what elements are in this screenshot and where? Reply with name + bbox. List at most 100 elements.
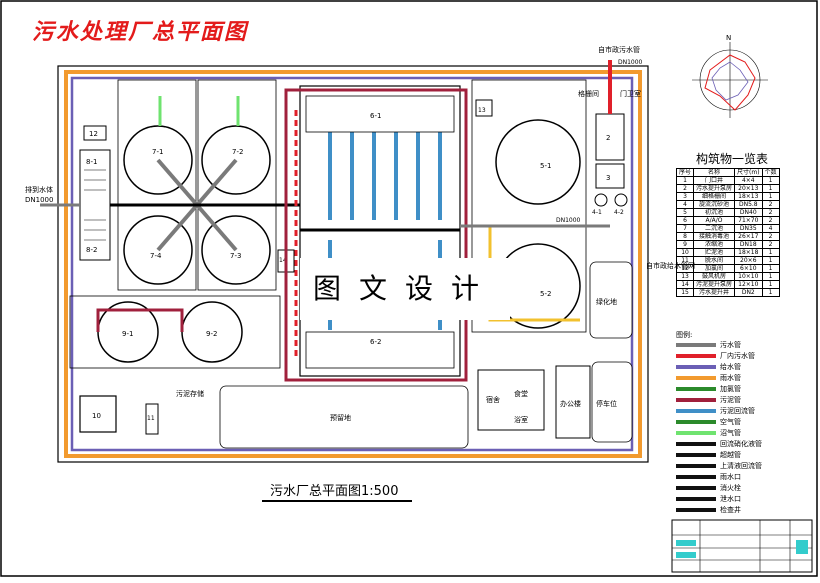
municipal-sewage-label: 自市政污水管 (598, 45, 640, 54)
table-cell: DN5.8 (734, 200, 763, 209)
table-cell: 2 (761, 232, 780, 241)
water-supply-loop (70, 76, 634, 452)
bath-label: 浴室 (514, 415, 528, 424)
table-cell: 脱水间 (693, 256, 736, 265)
table-cell: 1 (675, 176, 695, 185)
parking-label: 停车位 (596, 399, 617, 408)
table-cell: 1 (761, 264, 780, 273)
green-area-label: 绿化地 (596, 297, 617, 306)
table-cell: DN18 (734, 240, 763, 249)
legend-label: 上清液回流管 (720, 462, 762, 470)
table-cell: 1 (761, 184, 780, 193)
table-cell: 初沉池 (693, 208, 736, 217)
legend-swatch-icon (676, 376, 716, 380)
legend-label: 污泥回流管 (720, 407, 755, 415)
table-cell: 污泥提升泵房 (693, 280, 736, 289)
structure-11-label: 11 (147, 415, 155, 422)
table-cell: 7 (675, 224, 695, 233)
table-header-cell: 个数 (761, 168, 780, 177)
primary-clarifier-5-1 (495, 119, 581, 205)
table-header-cell: 序号 (675, 168, 695, 177)
structure-7-3-label: 7-3 (230, 252, 241, 260)
structure-12-label: 12 (89, 130, 98, 138)
table-cell: DN2 (734, 288, 763, 297)
structure-2-label: 2 (606, 134, 610, 142)
table-cell: A/A/O (693, 216, 736, 225)
legend-label: 泄水口 (720, 495, 741, 503)
structures-table-title: 构筑物一览表 (696, 152, 769, 166)
reserved-land (219, 385, 469, 449)
structure-7-1-label: 7-1 (152, 148, 163, 156)
structure-5-1-label: 5-1 (540, 162, 551, 170)
wind-rose-icon: N (692, 34, 768, 118)
table-cell: 2 (761, 216, 780, 225)
structure-8-2-label: 8-2 (86, 246, 97, 254)
legend-label: 沼气管 (720, 429, 741, 437)
legend-label: 给水管 (720, 363, 741, 371)
plan-caption-underline (262, 500, 412, 502)
table-cell: 20×13 (734, 184, 763, 193)
table-cell: 10 (675, 248, 695, 257)
legend-label: 雨水管 (720, 374, 741, 382)
legend-swatch-icon (676, 442, 716, 446)
structure-6-2-label: 6-2 (370, 338, 381, 346)
green-area (589, 261, 633, 339)
structure-9-2-label: 9-2 (206, 330, 217, 338)
legend-swatch-icon (676, 420, 716, 424)
table-cell: 14 (675, 280, 695, 289)
legend-title: 图例: (676, 331, 693, 339)
screen-room-label: 格栅间 (578, 89, 599, 98)
title-block (671, 519, 813, 573)
legend-swatch-icon (676, 486, 716, 490)
table-cell: 8 (675, 232, 695, 241)
structure-8-1-label: 8-1 (86, 158, 97, 166)
lift-pump-2 (595, 113, 625, 161)
watermark: 图文设计 (300, 258, 510, 320)
structure-7-4-label: 7-4 (150, 252, 162, 260)
legend-label: 加氯管 (720, 385, 741, 393)
table-header-row: 序号 名称 尺寸(m) 个数 (675, 168, 780, 177)
blower-13 (475, 99, 493, 117)
legend-label: 厂内污水管 (720, 352, 755, 360)
table-cell: 4 (675, 200, 695, 209)
table-cell: 细格栅间 (693, 192, 736, 201)
plan-caption: 污水厂总平面图1:500 (270, 484, 399, 499)
table-cell: 71×70 (734, 216, 763, 225)
table-cell: DN40 (734, 208, 763, 217)
sludge-tank-10 (79, 395, 117, 433)
table-cell: 2 (761, 200, 780, 209)
parking (591, 361, 633, 443)
legend-swatch-icon (676, 464, 716, 468)
legend-swatch-icon (676, 508, 716, 512)
water-supply-label: 自市政给水管网 (646, 261, 695, 270)
table-header-cell: 尺寸(m) (734, 168, 763, 177)
table-cell: 6×10 (734, 264, 763, 273)
legend-swatch-icon (676, 497, 716, 501)
table-cell: 1 (761, 280, 780, 289)
canteen-label: 食堂 (514, 389, 528, 398)
rain-pipe-loop (64, 70, 642, 458)
legend-swatch-icon (676, 343, 716, 347)
table-cell: 门口井 (693, 176, 736, 185)
legend-label: 雨水口 (720, 473, 741, 481)
table-cell: 10×10 (734, 272, 763, 281)
table-cell: 1 (761, 192, 780, 201)
dorm-label: 宿舍 (486, 395, 500, 404)
guard-room-label: 门卫室 (620, 89, 641, 98)
table-cell: 26×17 (734, 232, 763, 241)
inlet-dn-label: DN1000 (25, 196, 53, 204)
legend-label: 消火栓 (720, 484, 741, 492)
sludge-store-label: 污泥存储 (176, 389, 204, 398)
legend-swatch-icon (676, 431, 716, 435)
table-cell: 二沉池 (693, 224, 736, 233)
